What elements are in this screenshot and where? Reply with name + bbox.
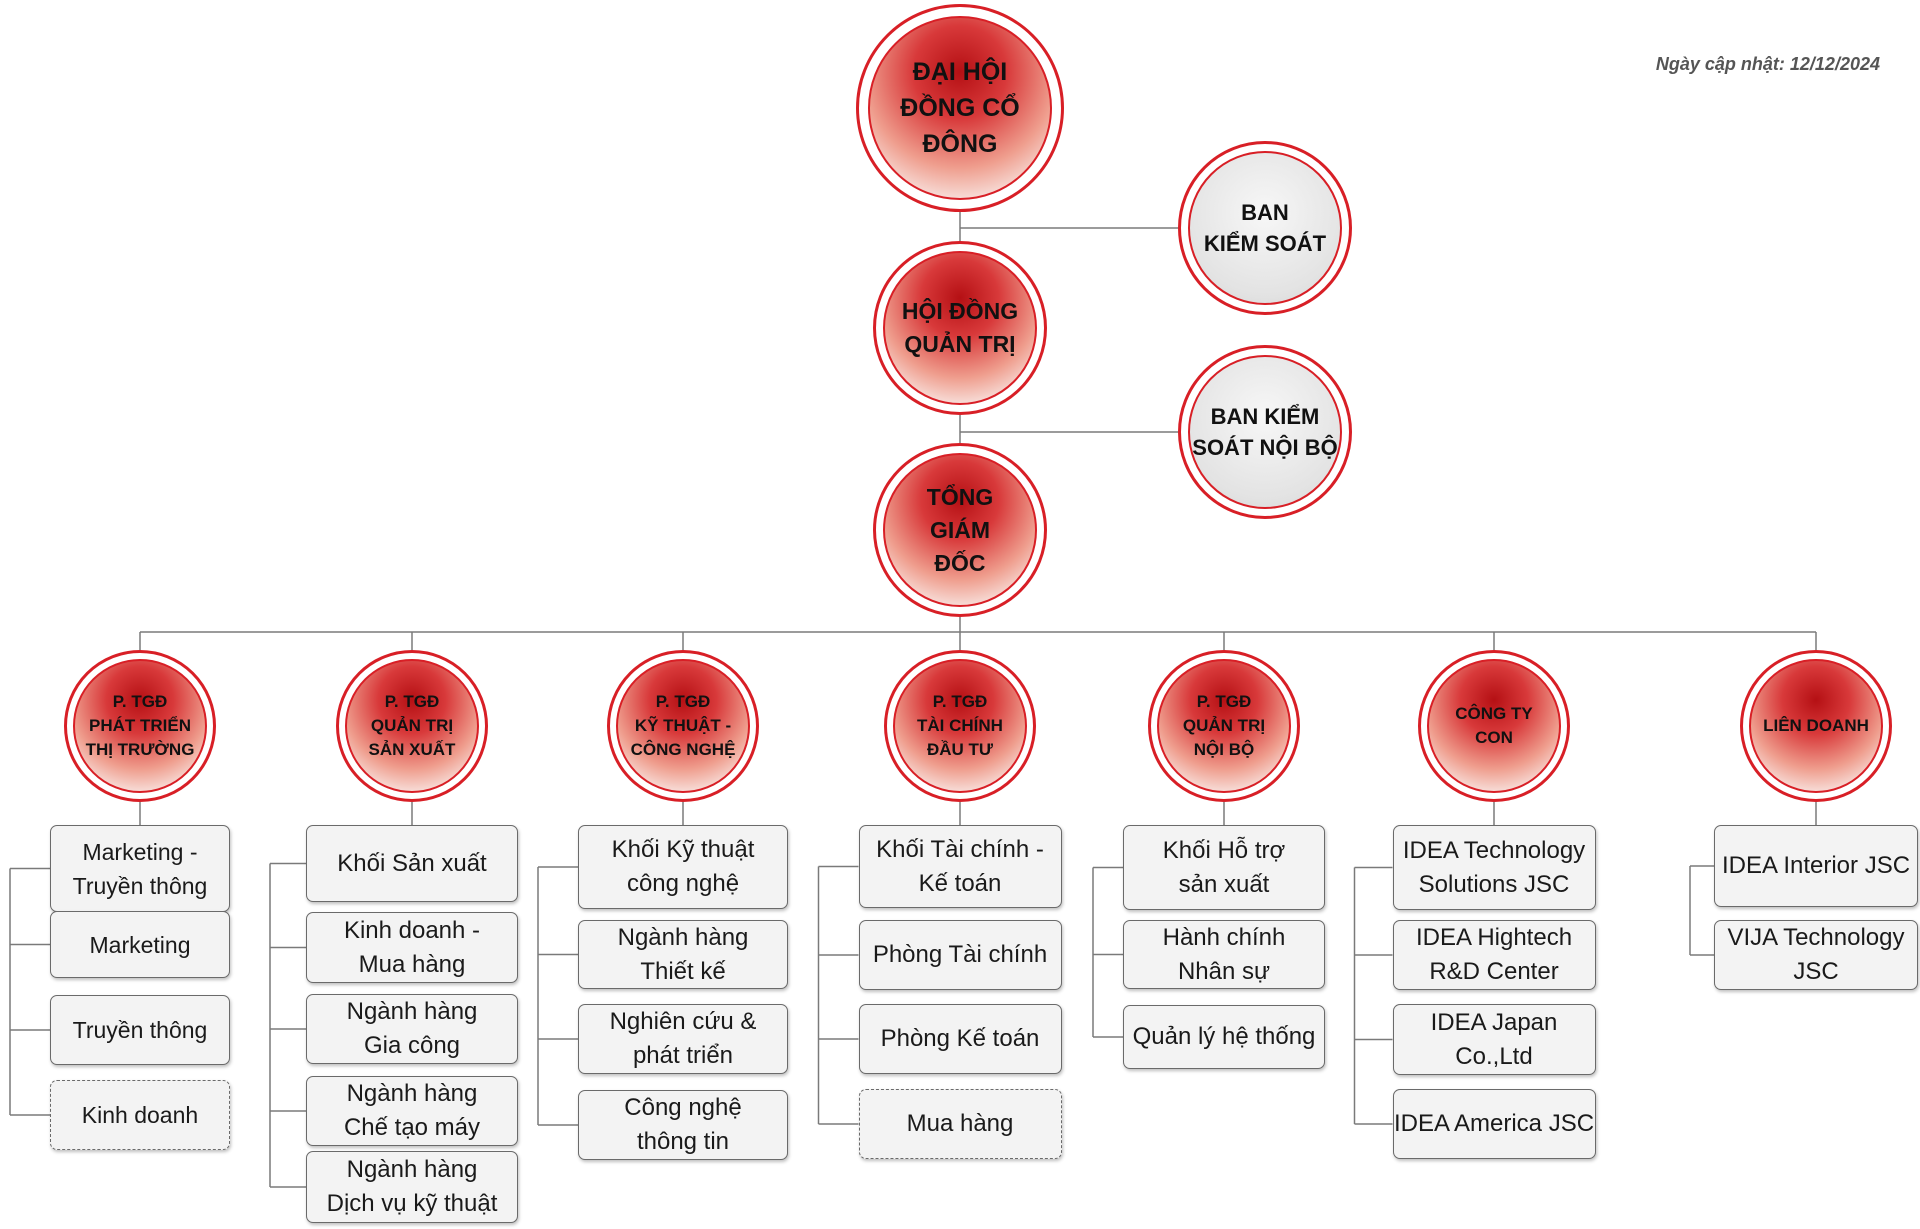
department-box[interactable]: Marketing - Truyền thông xyxy=(50,825,230,912)
division-head-6[interactable]: CÔNG TY CON xyxy=(1418,650,1570,802)
division-head-label: P. TGĐ KỸ THUẬT - CÔNG NGHỆ xyxy=(630,692,736,759)
shareholders-meeting-inner: ĐẠI HỘI ĐỒNG CỔ ĐÔNG xyxy=(868,16,1052,200)
department-box[interactable]: IDEA Interior JSC xyxy=(1714,825,1918,907)
shareholders-meeting-node[interactable]: ĐẠI HỘI ĐỒNG CỔ ĐÔNG xyxy=(856,4,1064,212)
division-head-inner: LIÊN DOANH xyxy=(1749,659,1883,793)
division-head-inner: CÔNG TY CON xyxy=(1427,659,1561,793)
department-box[interactable]: IDEA America JSC xyxy=(1392,1089,1596,1159)
shareholders-meeting-label: ĐẠI HỘI ĐỒNG CỔ ĐÔNG xyxy=(900,58,1020,158)
department-box[interactable]: Nghiên cứu & phát triển xyxy=(578,1004,788,1074)
department-box[interactable]: Khối Hỗ trợ sản xuất xyxy=(1123,825,1325,910)
internal-audit-node[interactable]: BAN KIỂM SOÁT NỘI BỘ xyxy=(1178,345,1352,519)
department-box[interactable]: Kinh doanh - Mua hàng xyxy=(306,912,518,983)
division-head-label: P. TGĐ PHÁT TRIỂN THỊ TRƯỜNG xyxy=(85,692,195,759)
division-head-label: P. TGĐ QUẢN TRỊ SẢN XUẤT xyxy=(368,692,456,759)
division-head-1[interactable]: P. TGĐ PHÁT TRIỂN THỊ TRƯỜNG xyxy=(64,650,216,802)
division-head-inner: P. TGĐ KỸ THUẬT - CÔNG NGHỆ xyxy=(616,659,750,793)
internal-audit-inner: BAN KIỂM SOÁT NỘI BỘ xyxy=(1188,355,1342,509)
department-box[interactable]: Mua hàng xyxy=(858,1089,1062,1159)
internal-audit-label: BAN KIỂM SOÁT NỘI BỘ xyxy=(1192,404,1338,460)
department-box[interactable]: Ngành hàng Gia công xyxy=(306,994,518,1064)
department-box[interactable]: Khối Sản xuất xyxy=(306,825,518,902)
division-head-4[interactable]: P. TGĐ TÀI CHÍNH ĐẦU TƯ xyxy=(884,650,1036,802)
ceo-label: TỔNG GIÁM ĐỐC xyxy=(926,483,994,576)
division-head-2[interactable]: P. TGĐ QUẢN TRỊ SẢN XUẤT xyxy=(336,650,488,802)
department-box[interactable]: VIJA Technology JSC xyxy=(1714,920,1918,990)
department-box[interactable]: Marketing xyxy=(50,911,230,978)
supervisory-board-node[interactable]: BAN KIỂM SOÁT xyxy=(1178,141,1352,315)
division-head-inner: P. TGĐ QUẢN TRỊ NỘI BỘ xyxy=(1157,659,1291,793)
department-box[interactable]: IDEA Japan Co.,Ltd xyxy=(1392,1004,1596,1075)
ceo-node[interactable]: TỔNG GIÁM ĐỐC xyxy=(873,443,1047,617)
board-of-directors-inner: HỘI ĐỒNG QUẢN TRỊ xyxy=(883,251,1037,405)
division-head-label: LIÊN DOANH xyxy=(1763,716,1869,735)
department-box[interactable]: Công nghệ thông tin xyxy=(578,1090,788,1160)
division-head-7[interactable]: LIÊN DOANH xyxy=(1740,650,1892,802)
board-of-directors-node[interactable]: HỘI ĐỒNG QUẢN TRỊ xyxy=(873,241,1047,415)
division-head-3[interactable]: P. TGĐ KỸ THUẬT - CÔNG NGHỆ xyxy=(607,650,759,802)
department-box[interactable]: Phòng Kế toán xyxy=(858,1004,1062,1074)
division-head-label: CÔNG TY CON xyxy=(1455,704,1533,747)
department-box[interactable]: Ngành hàng Thiết kế xyxy=(578,920,788,989)
department-box[interactable]: IDEA Hightech R&D Center xyxy=(1392,920,1596,990)
division-head-label: P. TGĐ TÀI CHÍNH ĐẦU TƯ xyxy=(917,692,1003,759)
department-box[interactable]: Ngành hàng Dịch vụ kỹ thuật xyxy=(306,1151,518,1223)
department-box[interactable]: Quản lý hệ thống xyxy=(1123,1005,1325,1069)
department-box[interactable]: Khối Tài chính - Kế toán xyxy=(858,825,1062,908)
department-box[interactable]: Khối Kỹ thuật công nghệ xyxy=(578,825,788,909)
department-box[interactable]: Ngành hàng Chế tạo máy xyxy=(306,1076,518,1146)
update-date-note: Ngày cập nhật: 12/12/2024 xyxy=(1655,54,1880,74)
division-head-5[interactable]: P. TGĐ QUẢN TRỊ NỘI BỘ xyxy=(1148,650,1300,802)
division-head-inner: P. TGĐ PHÁT TRIỂN THỊ TRƯỜNG xyxy=(73,659,207,793)
department-box[interactable]: Hành chính Nhân sự xyxy=(1123,920,1325,989)
department-box[interactable]: IDEA Technology Solutions JSC xyxy=(1392,825,1596,910)
board-of-directors-label: HỘI ĐỒNG QUẢN TRỊ xyxy=(901,298,1019,357)
department-box[interactable]: Truyền thông xyxy=(50,995,230,1065)
department-box[interactable]: Kinh doanh xyxy=(50,1080,230,1150)
supervisory-board-label: BAN KIỂM SOÁT xyxy=(1203,200,1327,256)
department-box[interactable]: Phòng Tài chính xyxy=(858,920,1062,990)
division-head-inner: P. TGĐ TÀI CHÍNH ĐẦU TƯ xyxy=(893,659,1027,793)
ceo-inner: TỔNG GIÁM ĐỐC xyxy=(883,453,1037,607)
division-head-label: P. TGĐ QUẢN TRỊ NỘI BỘ xyxy=(1182,692,1266,759)
division-head-inner: P. TGĐ QUẢN TRỊ SẢN XUẤT xyxy=(345,659,479,793)
supervisory-board-inner: BAN KIỂM SOÁT xyxy=(1188,151,1342,305)
